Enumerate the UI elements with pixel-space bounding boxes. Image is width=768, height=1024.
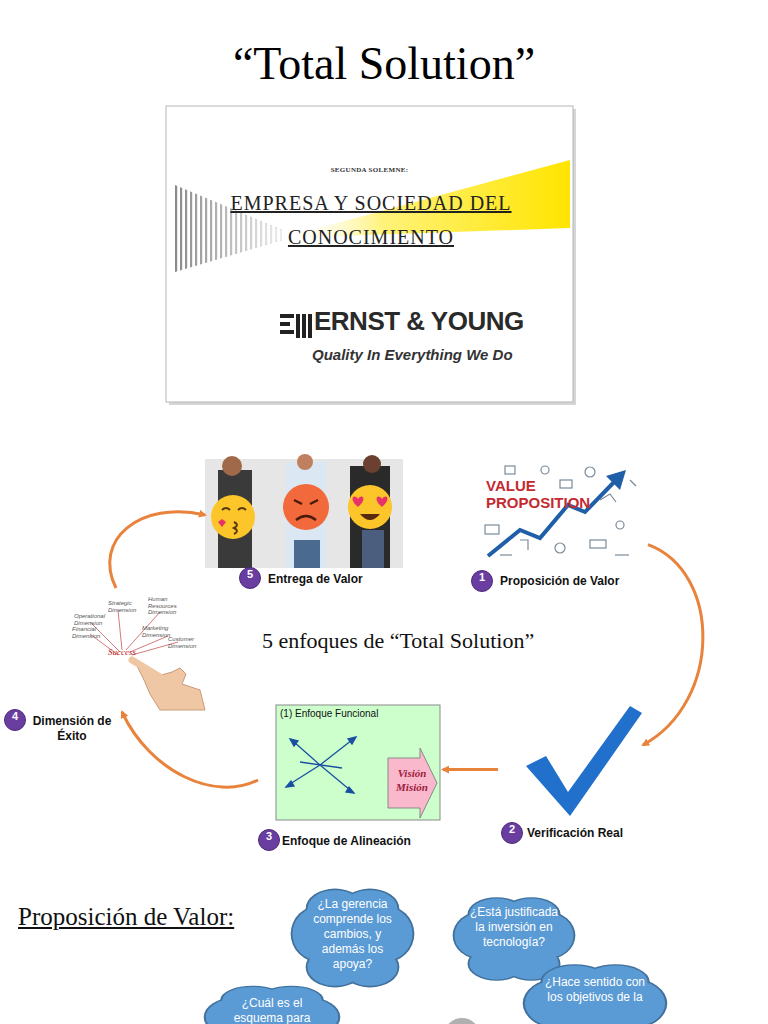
flow-arrow	[122, 712, 258, 787]
step-alignment: (1) Enfoque FuncionalVisión MisiónEnfoqu…	[258, 703, 443, 851]
step-number: 4	[4, 709, 26, 731]
node-text: Quality In Everything We Do	[312, 346, 513, 363]
ey-logo-mark	[280, 314, 312, 338]
question-cloud: ¿Cuál es el esquema para	[203, 984, 341, 1024]
cloud-fill	[293, 890, 413, 986]
cloud-text: ¿Está justificada la inversión en tecnol…	[469, 905, 558, 950]
node-text: Dimensión de Éxito	[22, 714, 122, 744]
step-number: 1	[471, 570, 493, 592]
title-slide: SEGUNDA SOLEMNE: EMPRESA Y SOCIEDAD DEL C…	[166, 106, 573, 402]
success-image-bg	[65, 590, 205, 710]
direction-arrows	[286, 737, 356, 793]
cloud-text: ¿La gerencia comprende los cambios, y ad…	[308, 897, 398, 972]
cloud-fill	[206, 987, 338, 1024]
emoji-faces	[211, 484, 392, 539]
number-text: 2	[502, 823, 522, 835]
value-image-bg	[473, 459, 638, 568]
page-title: “Total Solution”	[0, 36, 768, 92]
hand-finger	[132, 660, 160, 677]
node-text: Visión Misión	[390, 766, 434, 794]
node-text: Entrega de Valor	[268, 572, 363, 586]
cloud-fill	[525, 966, 665, 1024]
node-text: Verificación Real	[527, 826, 623, 840]
step-value-delivery: Entrega de Valor 5	[205, 457, 403, 592]
check-mark	[526, 706, 642, 816]
cloud-outline	[204, 986, 341, 1024]
number-text: 4	[5, 710, 25, 722]
step-number: 3	[258, 829, 280, 851]
node-text: Enfoque de Alineación	[282, 834, 411, 848]
cloud-outline	[291, 889, 415, 988]
node-text: Human Resources Dimension	[148, 596, 182, 616]
slide-frame	[166, 106, 573, 402]
node-text: Financial Dimension	[72, 626, 106, 639]
step-real-verification: Verificación Real 2	[498, 700, 643, 845]
question-cloud: ¿La gerencia comprende los cambios, y ad…	[290, 886, 415, 990]
step-value-proposition: VALUE PROPOSITION Proposición de Valor 1	[468, 455, 648, 595]
node-text: VALUE PROPOSITION	[486, 477, 586, 511]
question-cloud: ¿Hace sentido con los objetivos de la	[522, 962, 668, 1024]
cloud-text: ¿Hace sentido con los objetivos de la	[542, 975, 647, 1005]
section-heading: Proposición de Valor:	[18, 903, 234, 931]
node-text: EMPRESA Y SOCIEDAD DEL CONOCIMIENTO	[206, 186, 536, 254]
node-text: Strategic Dimension	[108, 600, 142, 613]
pink-arrow	[388, 748, 437, 818]
grey-bubble	[444, 1018, 480, 1024]
cycle-caption: 5 enfoques de “Total Solution”	[262, 628, 534, 654]
node-text: ERNST & YOUNG	[314, 306, 524, 337]
cloud-lobe	[583, 1016, 647, 1024]
flow-arrow	[443, 768, 498, 771]
number-text: 5	[240, 568, 260, 580]
step-success-dimension: Operational DimensionStrategic Dimension…	[2, 588, 122, 748]
alignment-box	[276, 705, 440, 820]
node-text: Proposición de Valor	[500, 574, 619, 588]
flow-arrow	[643, 545, 703, 745]
node-text: SEGUNDA SOLEMNE:	[166, 166, 573, 174]
number-text: 3	[259, 830, 279, 842]
flow-arrow	[110, 512, 205, 588]
node-text: Customer Dimension	[168, 636, 202, 649]
step-number: 5	[239, 567, 261, 589]
cloud-outline	[523, 964, 668, 1024]
growth-arrow-head	[606, 470, 626, 490]
step-number: 2	[501, 822, 523, 844]
number-text: 1	[472, 571, 492, 583]
value-doodles	[485, 466, 636, 555]
node-text: Success	[108, 647, 136, 657]
node-text: (1) Enfoque Funcional	[280, 708, 378, 719]
cloud-text: ¿Cuál es el esquema para	[222, 996, 321, 1024]
node-text: Operational Dimension	[74, 613, 108, 626]
